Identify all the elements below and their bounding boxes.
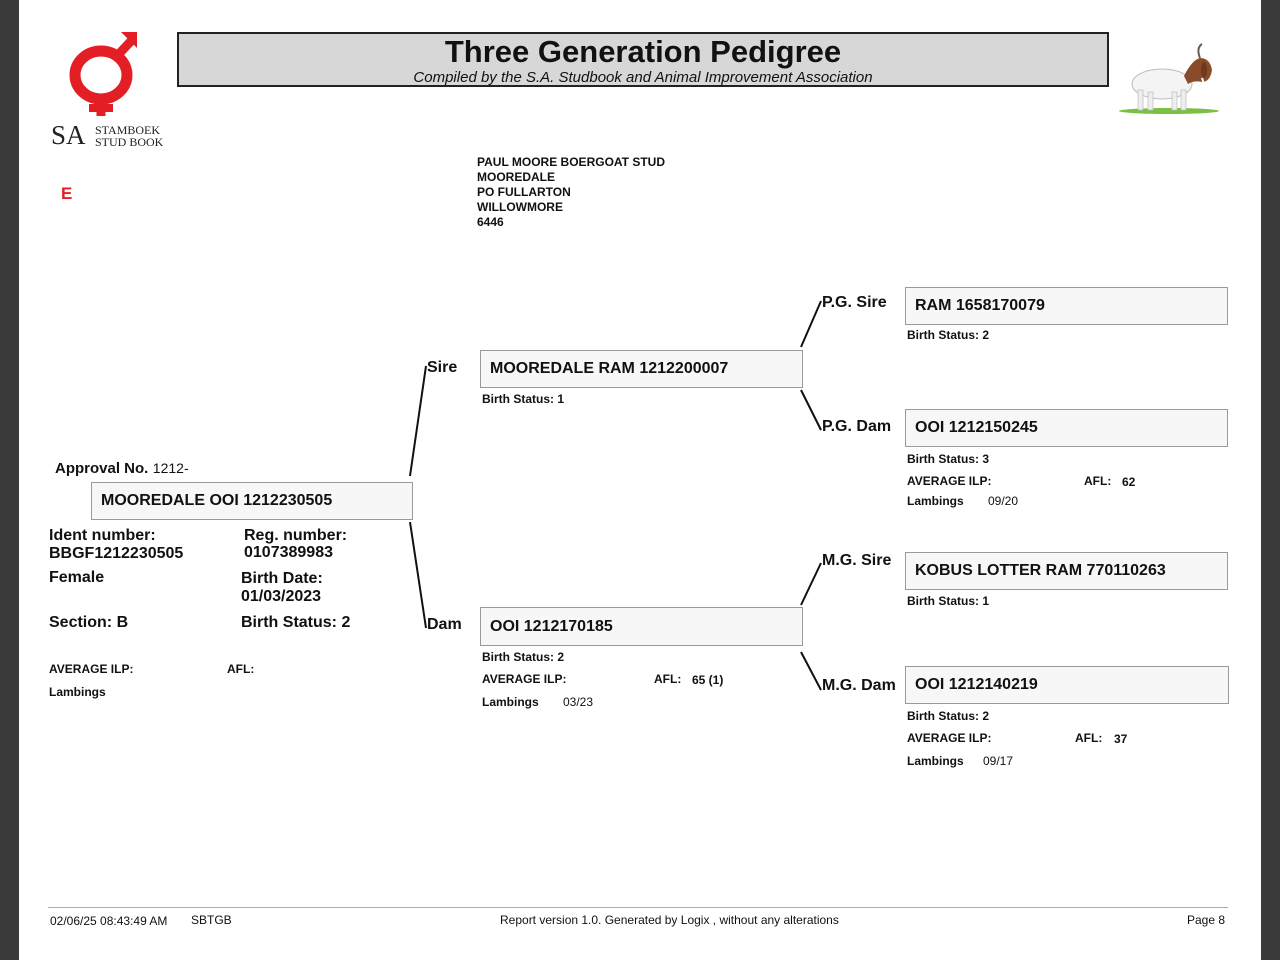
mg-dam-birth-status: Birth Status: 2 [907,709,989,723]
birth-date-value: 01/03/2023 [241,588,321,606]
mg-sire-name-box: KOBUS LOTTER RAM 770110263 [905,552,1228,590]
pg-dam-lambings-value: 09/20 [988,494,1018,508]
section-value: Section: B [49,614,128,632]
mg-dam-avg-ilp-label: AVERAGE ILP: [907,731,991,745]
approval-number: Approval No. 1212- [55,460,189,478]
pg-dam-afl-value: 62 [1122,475,1135,489]
dam-birth-status: Birth Status: 2 [482,650,564,664]
reg-value: 0107389983 [244,544,333,562]
pg-sire-label: P.G. Sire [822,294,887,312]
mg-dam-lambings-label: Lambings [907,754,964,768]
pg-sire-name-box: RAM 1658170079 [905,287,1228,325]
dam-lambings-label: Lambings [482,695,539,709]
mg-sire-label: M.G. Sire [822,552,891,570]
pedigree-page: SA STAMBOEK STUD BOOK Three Generation P… [19,0,1261,960]
mg-dam-label: M.G. Dam [822,677,896,695]
dam-afl-value: 65 (1) [692,673,723,687]
sire-label: Sire [427,359,457,377]
footer-divider [48,907,1228,908]
mg-dam-afl-value: 37 [1114,732,1127,746]
sire-name-box: MOOREDALE RAM 1212200007 [480,350,803,388]
dam-label: Dam [427,616,462,634]
mg-dam-lambings-value: 09/17 [983,754,1013,768]
animal-lambings-label: Lambings [49,685,106,699]
pg-sire-birth-status: Birth Status: 2 [907,328,989,342]
mg-dam-name-box: OOI 1212140219 [905,666,1229,704]
dam-name-box: OOI 1212170185 [480,607,803,646]
pg-dam-name-box: OOI 1212150245 [905,409,1228,447]
pg-dam-avg-ilp-label: AVERAGE ILP: [907,474,991,488]
sire-birth-status: Birth Status: 1 [482,392,564,406]
birth-date-label: Birth Date: [241,570,323,588]
mg-sire-birth-status: Birth Status: 1 [907,594,989,608]
animal-afl-label: AFL: [227,662,254,676]
ident-value: BBGF1212230505 [49,545,183,563]
pedigree-connectors [19,0,1261,960]
reg-label: Reg. number: [244,527,347,545]
footer-timestamp: 02/06/25 08:43:49 AM [50,914,167,928]
footer-report-text: Report version 1.0. Generated by Logix ,… [500,913,839,927]
pg-dam-label: P.G. Dam [822,418,891,436]
pg-dam-birth-status: Birth Status: 3 [907,452,989,466]
dam-avg-ilp-label: AVERAGE ILP: [482,672,566,686]
animal-avg-ilp-label: AVERAGE ILP: [49,662,133,676]
ident-label: Ident number: [49,527,156,545]
animal-name-box: MOOREDALE OOI 1212230505 [91,482,413,520]
footer-code: SBTGB [191,913,232,927]
animal-birth-status: Birth Status: 2 [241,614,350,632]
footer-page-number: Page 8 [1187,913,1225,927]
sex-value: Female [49,569,104,587]
dam-lambings-value: 03/23 [563,695,593,709]
pg-dam-afl-label: AFL: [1084,474,1111,488]
pg-dam-lambings-label: Lambings [907,494,964,508]
dam-afl-label: AFL: [654,672,681,686]
mg-dam-afl-label: AFL: [1075,731,1102,745]
